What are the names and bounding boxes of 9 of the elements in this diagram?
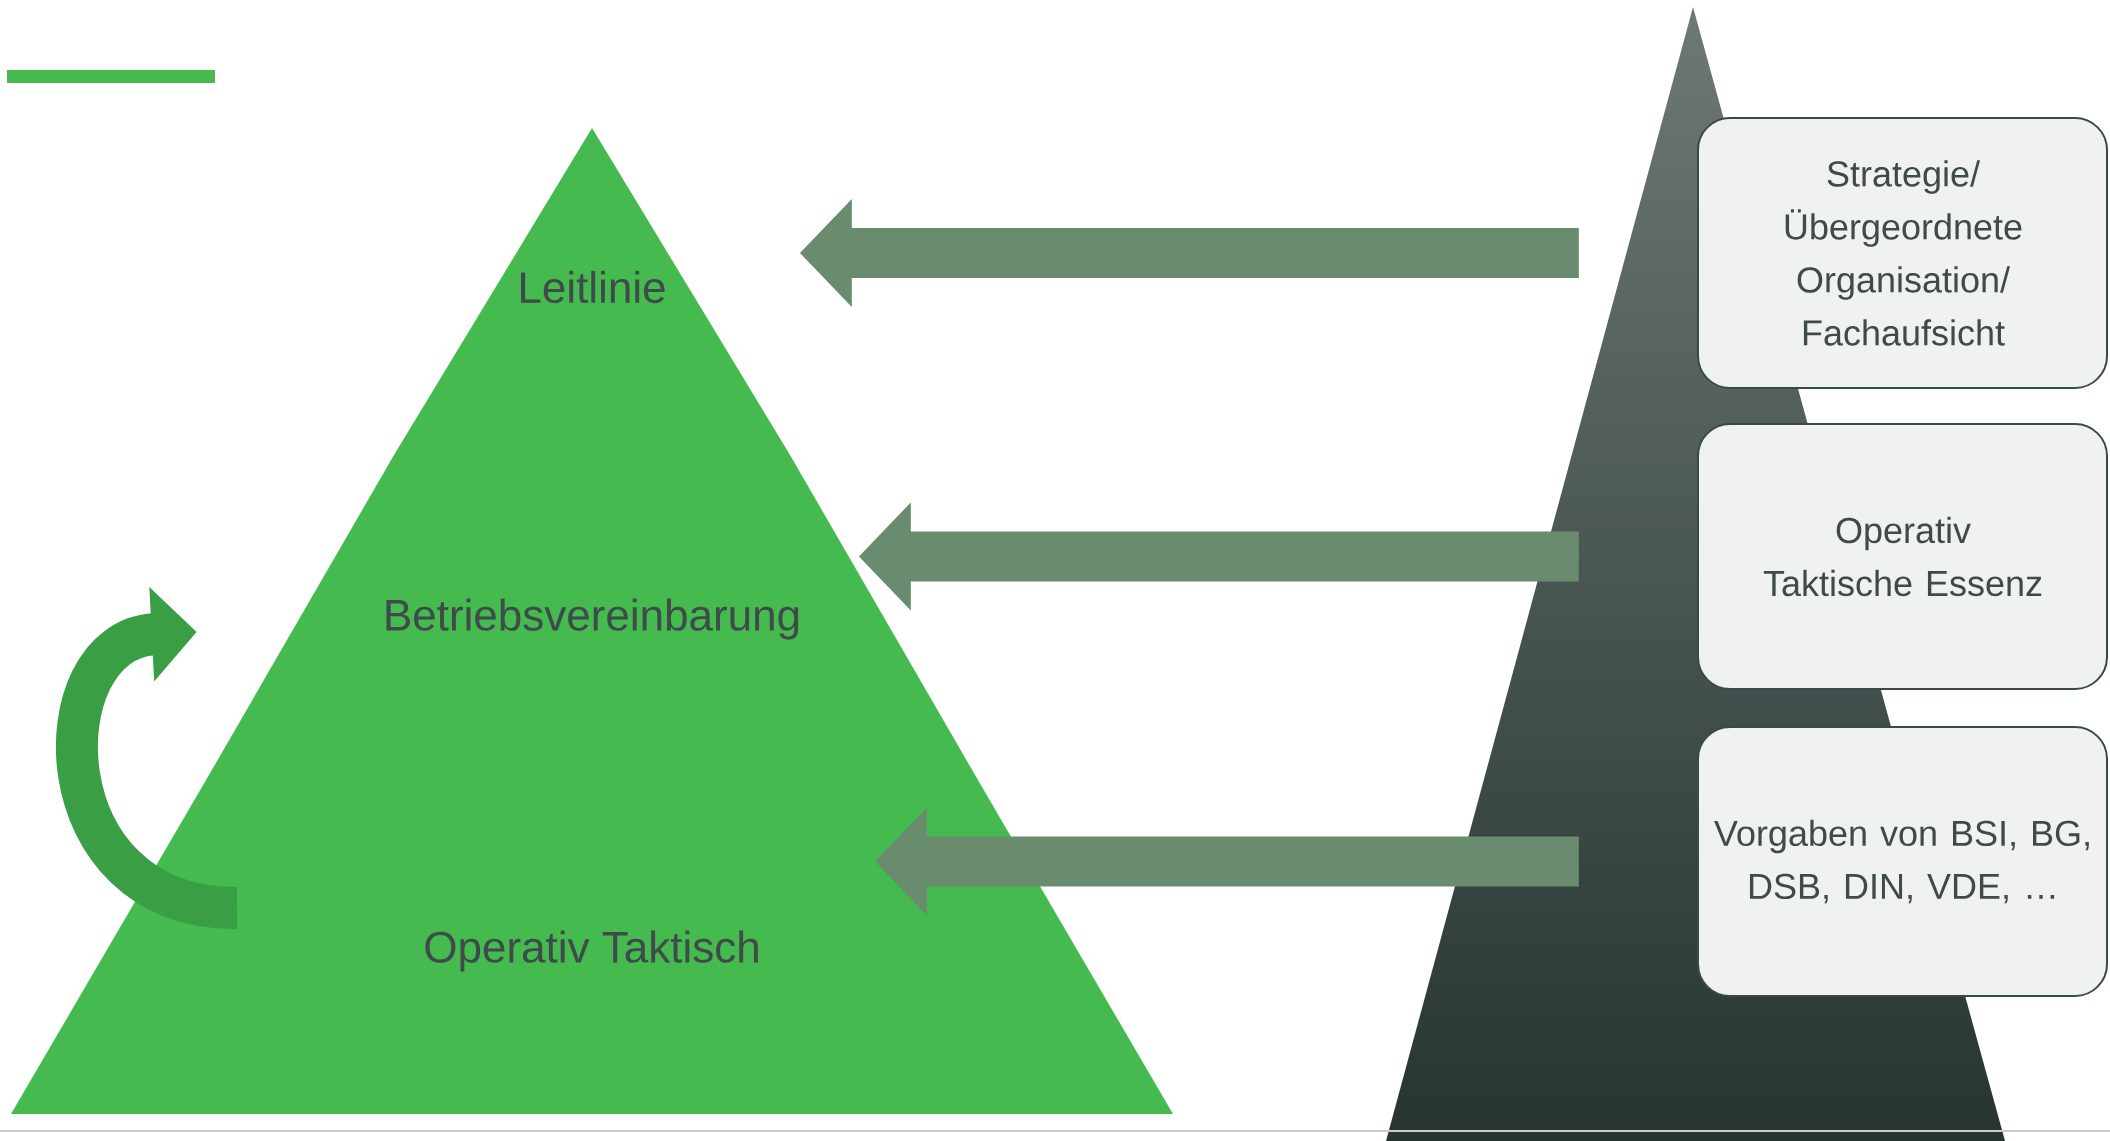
box-text: Operativ Taktische Essenz [1763, 516, 2042, 597]
pyramid-tier: Leitlinie [394, 128, 790, 455]
node-label: Operativ Taktisch [425, 930, 758, 972]
node-label: Leitlinie [521, 270, 665, 304]
pyramid-tier: Betriebsvereinbarung [202, 455, 982, 787]
pyramid-tier: Operativ Taktisch [11, 787, 1173, 1114]
node-label: Betriebsvereinbarung [386, 598, 799, 640]
box-text: Strategie/ Übergeordnete Organisation/ Fachaufsicht [1785, 160, 2022, 346]
box-text: Vorgaben von BSI, BG, DSB, DIN, VDE, … [1714, 819, 2089, 904]
